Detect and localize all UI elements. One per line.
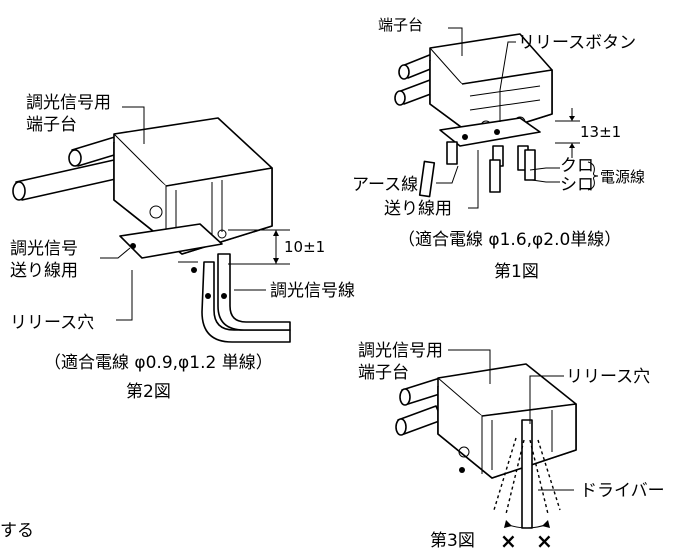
fig1-terminal-box [429, 33, 553, 147]
fig3-prohibit-mark-1: × [500, 529, 517, 553]
fig1-dimension: 13±1 [555, 108, 621, 158]
fig2-signal-wire-label: 調光信号線 [270, 281, 355, 301]
fig2-dimension-label: 10±1 [284, 238, 325, 256]
fig2-caption: 第2図 [126, 382, 171, 402]
fig3-prohibit-mark-2: × [536, 529, 553, 553]
figure-1: 13±1 端子台 リリースボタン アース線 クロ シロ 電源線 送り線用 （適合… [352, 16, 645, 282]
fig2-signal-wire [201, 253, 291, 343]
fig1-earth-wire-label: アース線 [352, 175, 418, 195]
fig3-driver-label: ドライバー [580, 481, 665, 501]
fig1-cable-stubs [394, 53, 439, 106]
fig1-wire-spec: （適合電線 φ1.6,φ2.0単線） [398, 230, 621, 250]
fig1-black-label: クロ [560, 156, 594, 176]
fig1-release-button-label: リリースボタン [518, 33, 636, 53]
fig1-dimension-label: 13±1 [580, 123, 621, 141]
fig2-wire-spec: （適合電線 φ0.9,φ1.2 単線） [44, 353, 273, 373]
fig2-dimension: 10±1 [228, 229, 325, 265]
fig2-leaders [100, 106, 266, 321]
fig1-transfer-wire-label: 送り線用 [384, 199, 452, 219]
fig1-wires [418, 141, 536, 198]
fig2-release-hole-label: リリース穴 [10, 313, 94, 333]
fig1-power-wire-label: 電源線 [600, 168, 645, 186]
fig1-white-label: シロ [560, 175, 594, 195]
fig2-terminal-block-label-1: 調光信号用 [26, 93, 111, 113]
fig3-terminal-block-label-1: 調光信号用 [358, 341, 443, 361]
figure-2: 10±1 調光信号用 端子台 調光信号 送り線用 調光信号線 リリース穴 （適合… [10, 93, 355, 402]
fig3-caption: 第3図 [430, 531, 475, 551]
figure-3: 調光信号用 端子台 リリース穴 ドライバー × × 第3図 [358, 341, 665, 553]
fig3-driver [493, 419, 561, 529]
fig2-signal-transfer-label-2: 送り線用 [10, 261, 78, 281]
fig3-terminal-block-label-2: 端子台 [358, 363, 409, 383]
fig3-terminal-box [437, 363, 577, 479]
fig2-signal-transfer-label-1: 調光信号 [10, 239, 78, 259]
fragment-text: する [0, 521, 34, 541]
fig2-terminal-box [113, 117, 273, 273]
fig3-release-hole-label: リリース穴 [566, 367, 650, 387]
fig1-leaders [436, 27, 599, 209]
fig2-cable-stubs [12, 135, 125, 201]
fig1-caption: 第1図 [494, 262, 539, 282]
fig2-terminal-block-label-2: 端子台 [26, 115, 77, 135]
fig3-leaders [448, 349, 574, 491]
fig1-terminal-block-label: 端子台 [378, 16, 423, 34]
